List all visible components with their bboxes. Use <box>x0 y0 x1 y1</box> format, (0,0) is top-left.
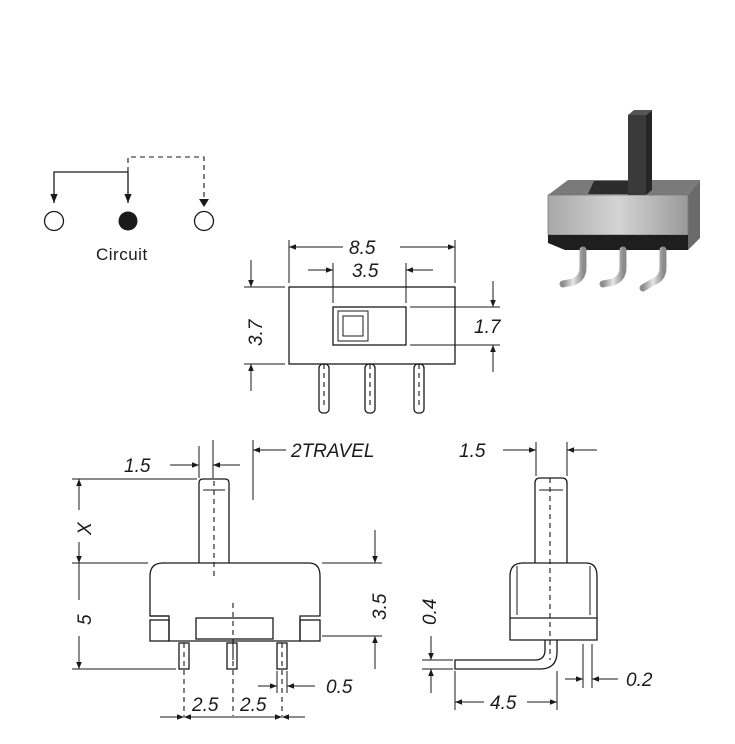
front-view: 1.5 2TRAVEL X 5 3.5 0.5 2.5 2.5 <box>72 440 391 720</box>
dim-side-lead-thickness: 0.4 <box>420 599 441 625</box>
dim-front-body-height: 5 <box>75 614 96 625</box>
top-view: 8.5 3.5 3.7 1.7 <box>244 238 502 414</box>
terminal-left-icon <box>43 210 65 232</box>
circuit-symbol: Circuit <box>43 156 215 264</box>
dim-front-actuator-width: 1.5 <box>124 456 151 477</box>
side-view: 1.5 0.4 0.2 4.5 <box>420 441 653 714</box>
circuit-label: Circuit <box>96 245 148 264</box>
dim-front-pitch-left: 2.5 <box>191 695 219 716</box>
dim-front-housing-height: 3.5 <box>370 593 391 620</box>
dim-side-lead-gap: 0.2 <box>626 670 653 691</box>
dim-front-travel: 2TRAVEL <box>290 441 374 462</box>
dim-front-pitch-right: 2.5 <box>239 695 267 716</box>
dim-front-pin-width: 0.5 <box>326 677 353 698</box>
dim-side-lead-length: 4.5 <box>490 693 517 714</box>
dim-front-actuator-height: X <box>75 521 96 536</box>
terminal-common-icon <box>118 211 138 231</box>
terminal-right-icon <box>193 210 215 232</box>
dim-top-height-total: 3.7 <box>246 318 267 346</box>
dim-side-actuator-width: 1.5 <box>459 441 486 462</box>
switch-photo <box>547 110 700 292</box>
dim-top-height-slot: 1.7 <box>474 317 502 338</box>
dim-top-width-slot: 3.5 <box>352 261 379 282</box>
dim-top-width-total: 8.5 <box>349 238 376 259</box>
